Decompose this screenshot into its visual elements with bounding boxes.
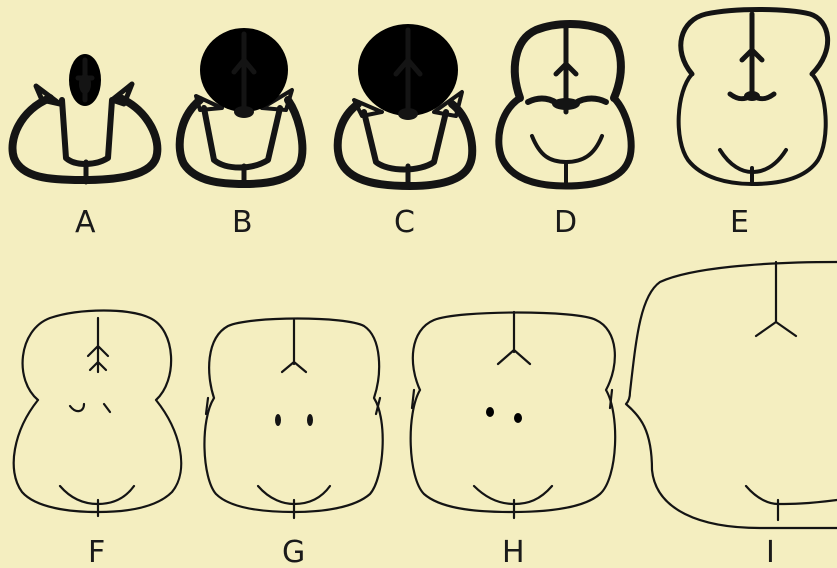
label-d: D bbox=[554, 205, 577, 240]
section-h bbox=[411, 312, 616, 518]
label-g: G bbox=[282, 535, 305, 568]
label-a: A bbox=[75, 205, 96, 240]
section-i bbox=[626, 262, 837, 528]
section-g bbox=[204, 319, 382, 519]
section-e bbox=[679, 10, 828, 185]
label-f: F bbox=[88, 535, 105, 568]
label-c: C bbox=[394, 205, 415, 240]
label-b: B bbox=[232, 205, 253, 240]
label-i: I bbox=[766, 535, 775, 568]
label-h: H bbox=[502, 535, 525, 568]
section-c bbox=[338, 24, 473, 186]
section-d bbox=[499, 24, 631, 186]
label-e: E bbox=[730, 205, 749, 240]
section-a bbox=[13, 54, 158, 182]
section-f bbox=[14, 311, 182, 517]
section-b bbox=[180, 28, 303, 184]
